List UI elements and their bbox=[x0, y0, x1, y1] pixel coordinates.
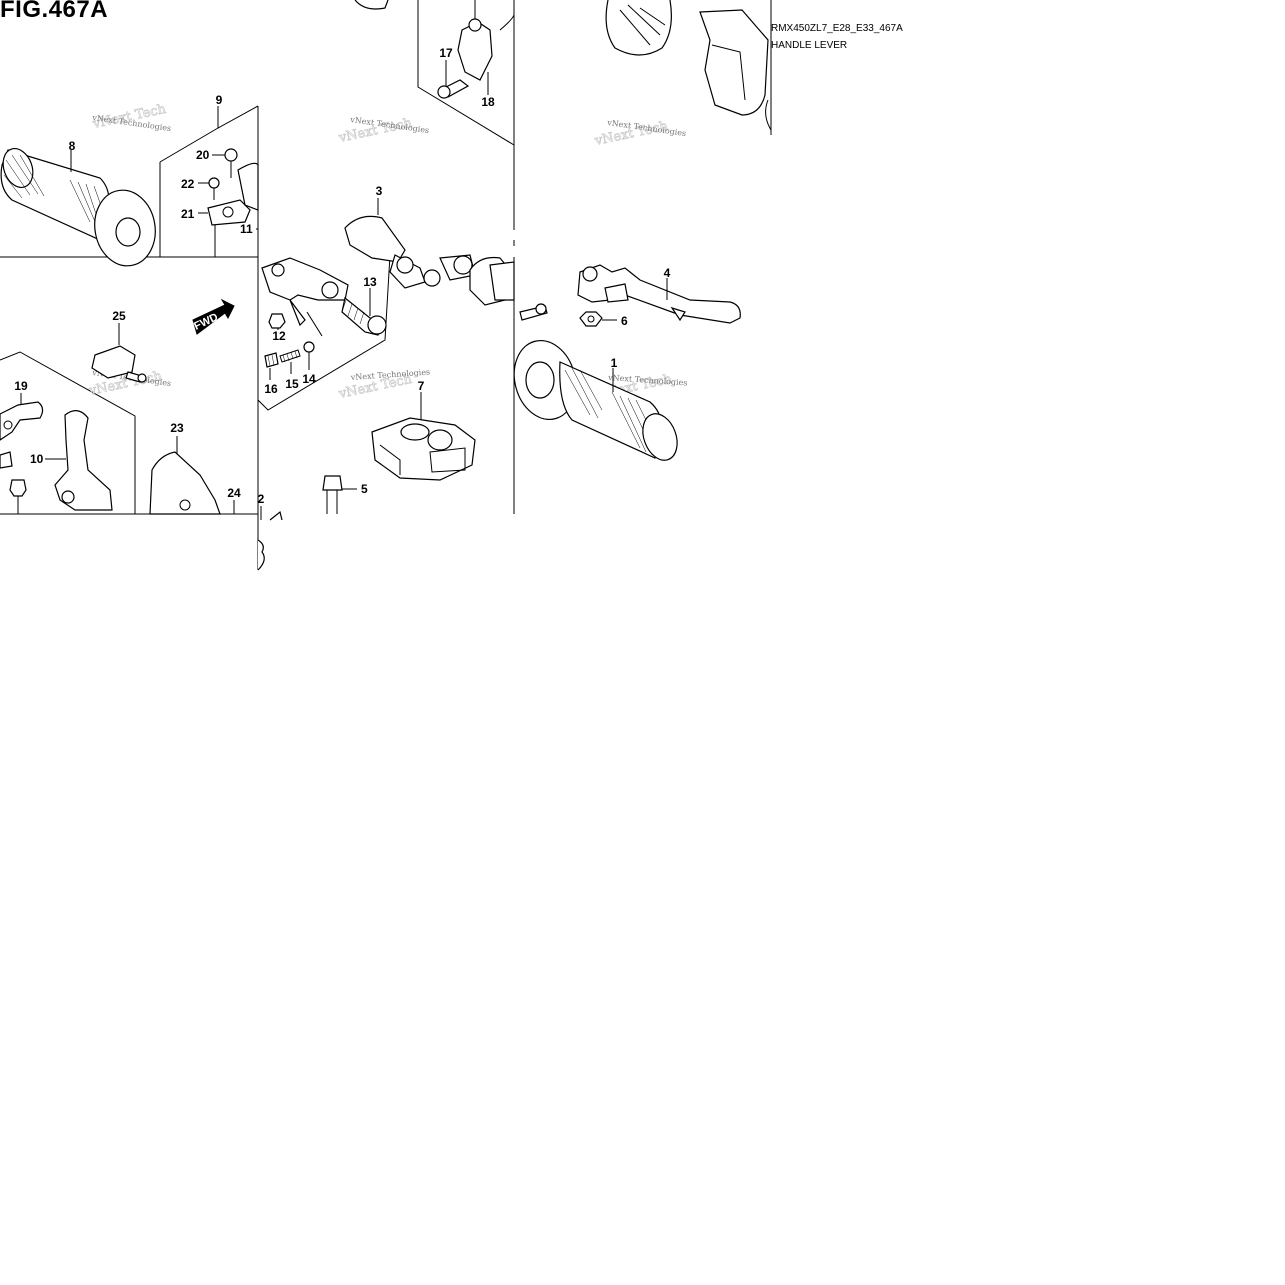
part-23-cover bbox=[149, 436, 221, 515]
callout-1: 1 bbox=[611, 356, 618, 370]
callout-22: 22 bbox=[181, 177, 195, 191]
part-17-18-bracket bbox=[437, 0, 515, 99]
section-outlines bbox=[0, 0, 772, 570]
part-perch-assy bbox=[469, 240, 548, 321]
callout-9: 9 bbox=[216, 93, 223, 107]
callout-7: 7 bbox=[418, 379, 425, 393]
callout-24: 24 bbox=[227, 486, 241, 500]
part-top-right-guard bbox=[605, 0, 772, 131]
callout-17: 17 bbox=[439, 46, 453, 60]
figure-title: FIG.467A bbox=[0, 0, 109, 23]
part-3-lever bbox=[344, 198, 476, 289]
callout-5: 5 bbox=[361, 482, 368, 496]
callout-19: 19 bbox=[14, 379, 28, 393]
section-name-label: HANDLE LEVER bbox=[771, 40, 848, 51]
part-9-clutch-holder-assy bbox=[198, 106, 259, 257]
callout-8: 8 bbox=[69, 139, 76, 153]
part-8-left-grip bbox=[0, 148, 156, 267]
fwd-label: FWD bbox=[192, 311, 220, 332]
callout-13: 13 bbox=[363, 275, 377, 289]
part-1-right-grip bbox=[513, 339, 678, 461]
callout-15: 15 bbox=[285, 377, 299, 391]
part-5-bolt bbox=[322, 475, 357, 514]
callout-20: 20 bbox=[196, 148, 210, 162]
callout-21: 21 bbox=[181, 207, 195, 221]
callout-4: 4 bbox=[664, 266, 671, 280]
part-7-housing bbox=[371, 392, 476, 481]
part-2-fragment bbox=[257, 506, 283, 571]
part-13-adjuster-assy bbox=[261, 257, 387, 380]
callout-3: 3 bbox=[376, 184, 383, 198]
callout-labels: 1 2 3 4 5 6 7 8 9 10 11 12 13 14 15 16 1… bbox=[14, 46, 670, 506]
callout-11: 11 bbox=[240, 222, 253, 236]
callout-23: 23 bbox=[170, 421, 184, 435]
callout-6: 6 bbox=[621, 314, 628, 328]
callout-25: 25 bbox=[112, 309, 126, 323]
callout-14: 14 bbox=[302, 372, 316, 386]
part-4-lever bbox=[577, 264, 741, 324]
callout-12: 12 bbox=[272, 329, 286, 343]
part-25-switch bbox=[91, 323, 147, 383]
watermarks: vNext Tech vNext Technologies vNext Tech… bbox=[86, 101, 687, 402]
callout-2: 2 bbox=[258, 492, 265, 506]
callout-18: 18 bbox=[481, 95, 495, 109]
part-19-bracket bbox=[0, 393, 44, 441]
model-code-label: RMX450ZL7_E28_E33_467A bbox=[771, 23, 903, 34]
part-top-fragment bbox=[354, 0, 389, 10]
fwd-arrow: FWD bbox=[192, 298, 235, 335]
part-10-lever bbox=[0, 410, 113, 514]
callout-10: 10 bbox=[30, 452, 44, 466]
part-6-nut bbox=[579, 311, 617, 327]
callout-16: 16 bbox=[264, 382, 278, 396]
